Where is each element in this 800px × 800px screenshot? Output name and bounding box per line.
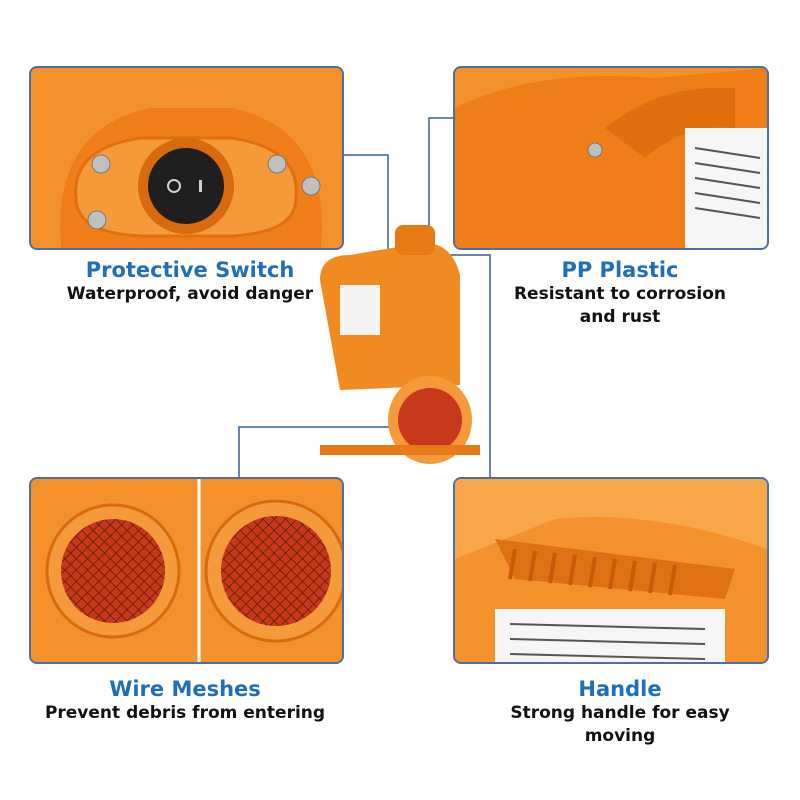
rocker-switch-icon xyxy=(138,138,234,234)
feature-switch: Protective Switch Waterproof, avoid dang… xyxy=(20,257,360,306)
screw-icons xyxy=(87,154,321,230)
feature-description: Waterproof, avoid danger xyxy=(66,284,314,304)
mesh-grille-icon xyxy=(398,388,462,452)
blower-product-image xyxy=(300,215,510,465)
handle-closeup-image xyxy=(453,477,769,664)
feature-title: Handle xyxy=(578,677,662,701)
feature-description-line1: Resistant to corrosion xyxy=(513,284,727,304)
feature-description-line2: and rust xyxy=(579,307,661,327)
feature-description-line2: moving xyxy=(584,726,656,746)
switch-closeup-image xyxy=(29,66,344,250)
feature-description: Prevent debris from entering xyxy=(44,703,326,723)
mesh-closeup-image xyxy=(29,477,344,664)
feature-plastic: PP Plastic Resistant to corrosion and ru… xyxy=(470,257,770,329)
feature-title: PP Plastic xyxy=(561,258,679,282)
feature-title: Wire Meshes xyxy=(109,677,261,701)
feature-handle: Handle Strong handle for easy moving xyxy=(460,676,780,748)
feature-title: Protective Switch xyxy=(85,258,295,282)
plastic-closeup-image xyxy=(453,66,769,250)
feature-description-line1: Strong handle for easy xyxy=(510,703,730,723)
feature-mesh: Wire Meshes Prevent debris from entering xyxy=(10,676,360,725)
handle-grip-icon xyxy=(495,539,735,599)
